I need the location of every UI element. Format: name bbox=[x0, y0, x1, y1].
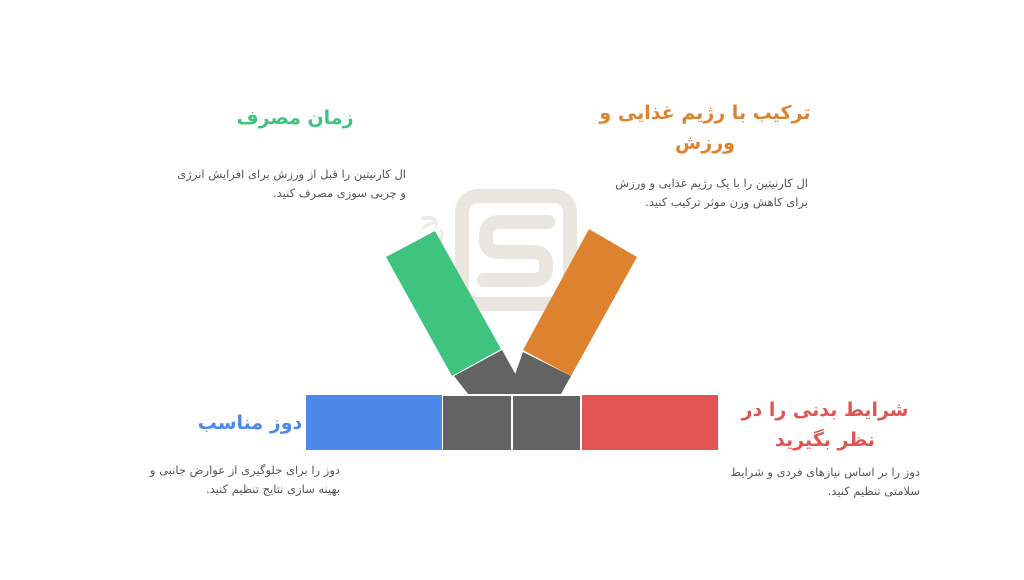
callout-desc-timing: ال کارنیتین را قبل از ورزش برای افزایش ا… bbox=[177, 167, 406, 200]
callout-title-conditions: شرایط بدنی را در نظر بگیرید bbox=[741, 399, 909, 451]
green-bar bbox=[386, 231, 501, 376]
callout-desc-diet: ال کارنیتین را با یک رژیم غذایی و ورزش ب… bbox=[615, 176, 808, 209]
callout-title-diet: ترکیب با رژیم غذایی و ورزش bbox=[599, 102, 811, 154]
red-bar bbox=[582, 395, 718, 450]
callout-diet: ترکیب با رژیم غذایی و ورزش ال کارنیتین ر… bbox=[590, 98, 820, 212]
callout-title-timing: زمان مصرف bbox=[236, 107, 354, 129]
connector-left-block bbox=[443, 395, 513, 450]
callout-desc-conditions: دوز را بر اساس نیازهای فردی و شرایط سلام… bbox=[730, 465, 920, 498]
callout-dose: دوز مناسب دوز را برای جلوگیری از عوارض ج… bbox=[140, 408, 340, 499]
orange-bar bbox=[523, 229, 637, 376]
callout-title-dose: دوز مناسب bbox=[197, 412, 303, 434]
callout-conditions: شرایط بدنی را در نظر بگیرید دوز را بر اس… bbox=[730, 395, 920, 501]
blue-bar bbox=[306, 395, 442, 450]
callout-desc-dose: دوز را برای جلوگیری از عوارض جانبی و بهی… bbox=[149, 463, 340, 496]
callout-timing: زمان مصرف ال کارنیتین را قبل از ورزش برا… bbox=[170, 103, 410, 203]
